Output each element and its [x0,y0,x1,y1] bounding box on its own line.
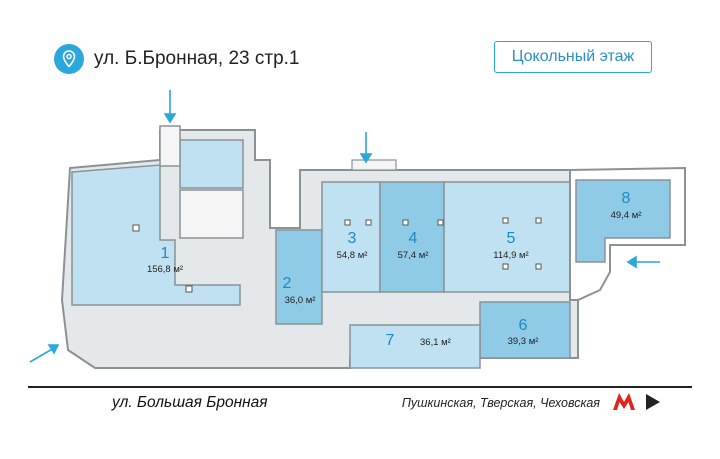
east-wing [569,166,686,301]
room-7-number: 7 [386,332,395,349]
floor-label[interactable]: Цокольный этаж [494,41,652,73]
street-label: ул. Большая Бронная [112,394,268,411]
room-5 [443,181,571,293]
room-5-number: 5 [507,230,516,247]
room-4-number: 4 [409,230,418,247]
stairs-north [159,125,181,167]
metro-m-icon [612,391,636,416]
room-1 [71,164,241,306]
address-header: ул. Б.Бронная, 23 стр.1 [54,42,300,76]
entrance-arrows [29,90,660,363]
play-arrow-icon[interactable] [644,392,662,417]
room-1-north [179,139,244,189]
room-8-number: 8 [622,190,631,207]
columns [132,217,542,293]
room-6-number: 6 [519,317,528,334]
room-4-area: 57,4 м² [398,250,429,261]
room-2 [275,229,323,325]
room-6-area: 39,3 м² [508,336,539,347]
address-text: ул. Б.Бронная, 23 стр.1 [94,48,300,69]
room-3-area: 54,8 м² [337,250,368,261]
room-8 [575,179,671,263]
room-2-number: 2 [283,275,292,292]
room-8-area: 49,4 м² [611,210,642,221]
entrance-step [351,159,397,171]
location-pin-icon [54,44,84,74]
room-1-area: 156,8 м² [147,264,183,275]
room-5-area: 114,9 м² [493,250,528,261]
room-3-number: 3 [348,230,357,247]
room-4 [379,181,445,293]
room-7 [349,324,481,369]
metro-stations: Пушкинская, Тверская, Чеховская [401,396,600,410]
wc-block [179,189,244,239]
room-7-area: 36,1 м² [420,337,451,348]
room-2-area: 36,0 м² [285,295,316,306]
room-1-number: 1 [161,245,170,262]
